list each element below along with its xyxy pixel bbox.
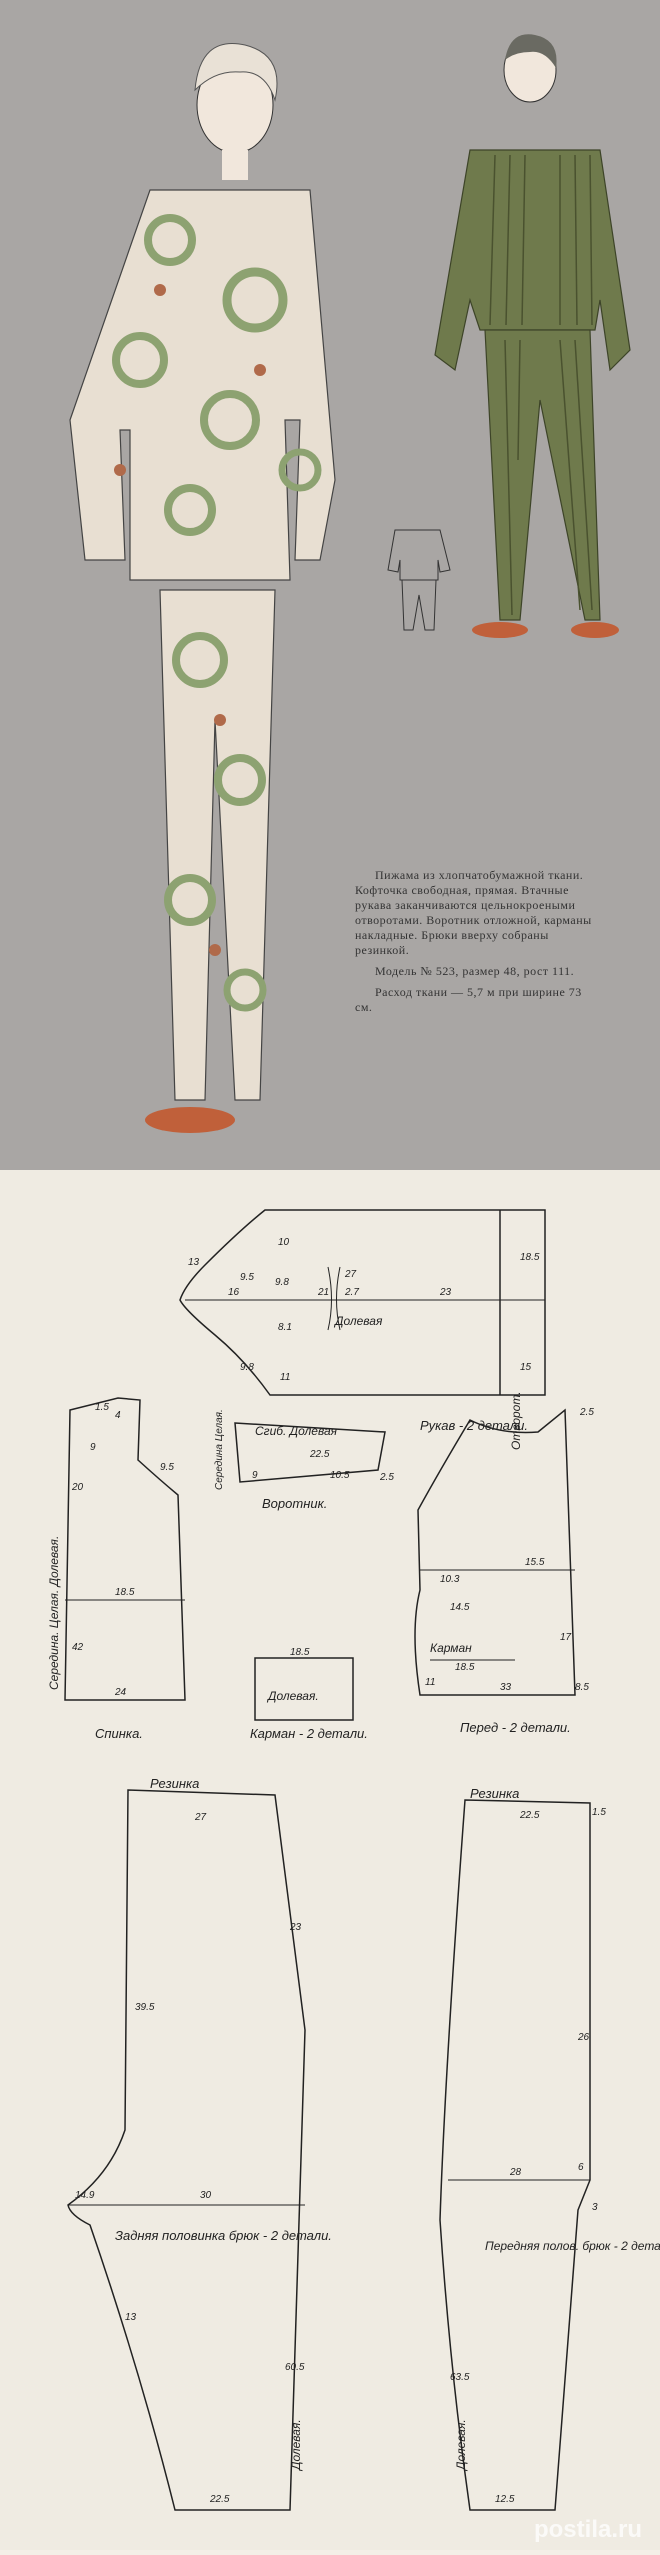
sleeve-m-8: 23 [439,1287,452,1298]
watermark: postila.ru [533,2516,642,2543]
back-piece [64,1397,186,1701]
front-m-7: 17 [560,1632,572,1643]
front-elastic-label: Резинка [470,1786,519,1801]
back-m-4: 18.5 [115,1587,135,1598]
sleeve-m-5: 16 [228,1287,240,1298]
ft-m-2: 26 [577,2032,590,2043]
rear-m-2: 39.5 [135,2002,155,2013]
front-m-8: 11 [425,1677,435,1688]
pocket-title: Карман - 2 детали. [250,1726,368,1741]
illustration-svg [69,34,631,1133]
sleeve-m-7: 2.7 [344,1287,359,1298]
back-m-6: 24 [114,1687,127,1698]
description-para-2: Модель № 523, размер 48, рост 111. [375,964,575,978]
pocket-m-0: 18.5 [290,1647,310,1658]
rear-m-5: 13 [125,2312,137,2323]
collar-m-0: 22.5 [309,1449,330,1460]
front-piece [414,1408,576,1696]
front-pocket-label: Карман [430,1641,472,1655]
back-m-0: 4 [115,1410,121,1421]
pocket-piece [254,1657,354,1721]
rear-elastic-label: Резинка [150,1776,199,1791]
rear-m-1: 23 [289,1922,302,1933]
collar-m-3: 2.5 [379,1472,394,1483]
sleeve-m-10: 9.8 [240,1362,254,1373]
sleeve-m-9: 8.1 [278,1322,292,1333]
collar-grain-label: Сгиб. Долевая [255,1424,338,1438]
front-trousers-piece [439,1799,591,2511]
front-m-3: 14.5 [450,1602,470,1613]
sleeve-m-6: 27 [344,1269,357,1280]
model-description: Пижама из хлопчатобумажной ткани. Кофточ… [355,868,595,1021]
sleeve-m-1: 9.5 [240,1272,254,1283]
front-trousers-title: Передняя полов. брюк - 2 детали. [485,2239,660,2253]
description-para-1: Пижама из хлопчатобумажной ткани. Кофточ… [355,868,592,957]
collar-m-1: 9 [252,1470,258,1481]
pocket-grain-label: Долевая. [266,1689,319,1703]
ft-m-7: 12.5 [495,2494,515,2505]
sleeve-m-13: 18.5 [520,1252,540,1263]
rear-m-6: 60.5 [285,2362,305,2373]
sleeve-cuff-label: Отворот. [509,1391,523,1450]
sleeve-m-0: 13 [188,1257,200,1268]
sleeve-title: Рукав - 2 детали. [420,1418,528,1433]
ft-m-1: 22.5 [519,1810,540,1821]
back-m-2: 9 [90,1442,96,1453]
pattern-svg: 13 9.5 9.8 10 21 16 27 2.7 23 8.1 9.8 11… [47,1209,660,2511]
main-figure [69,43,336,1133]
ft-m-0: 1.5 [592,1807,606,1818]
sleeve-piece [179,1209,546,1396]
rear-m-7: 22.5 [209,2494,230,2505]
ft-m-5: 3 [592,2202,598,2213]
front-title: Перед - 2 детали. [460,1720,571,1735]
collar-center-label: Середина Целая. [214,1409,225,1490]
sleeve-m-2: 9.8 [275,1277,289,1288]
description-para-3: Расход ткани — 5,7 м при ширине 73 см. [355,985,582,1014]
sleeve-grain-label: Долевая [333,1314,383,1328]
collar-piece [234,1422,386,1483]
back-m-5: 42 [72,1642,84,1653]
ft-m-3: 28 [509,2167,522,2178]
back-m-3: 20 [71,1482,84,1493]
rear-trousers-title: Задняя половинка брюк - 2 детали. [115,2228,332,2243]
back-m-7: 9.5 [160,1462,174,1473]
pattern-sheet: 13 9.5 9.8 10 21 16 27 2.7 23 8.1 9.8 11… [0,1170,660,2550]
back-center-label: Середина. Целая. Долевая. [47,1536,61,1690]
rear-grain-label: Долевая. [289,2419,303,2472]
sleeve-m-3: 10 [278,1237,290,1248]
fashion-illustration: Пижама из хлопчатобумажной ткани. Кофточ… [0,0,660,1170]
rear-trousers-piece [67,1789,306,2511]
sleeve-m-11: 11 [280,1372,290,1383]
front-m-6: 8.5 [575,1682,589,1693]
front-m-0: 2.5 [579,1407,594,1418]
rear-m-0: 27 [194,1812,207,1823]
back-title: Спинка. [95,1726,143,1741]
rear-m-4: 30 [200,2190,212,2201]
front-m-4: 18.5 [455,1662,475,1673]
striped-figure [387,34,631,638]
sleeve-m-4: 21 [317,1287,329,1298]
ft-m-6: 63.5 [450,2372,470,2383]
collar-title: Воротник. [262,1496,327,1511]
collar-m-2: 10.5 [330,1470,350,1481]
ft-m-4: 6 [578,2162,584,2173]
rear-m-3: 14.9 [75,2190,95,2201]
sleeve-m-12: 15 [520,1362,532,1373]
back-m-1: 1.5 [95,1402,109,1413]
front-m-2: 10.3 [440,1574,460,1585]
front-grain-label: Долевая. [454,2419,468,2472]
front-m-5: 33 [500,1682,512,1693]
front-m-1: 15.5 [525,1557,545,1568]
